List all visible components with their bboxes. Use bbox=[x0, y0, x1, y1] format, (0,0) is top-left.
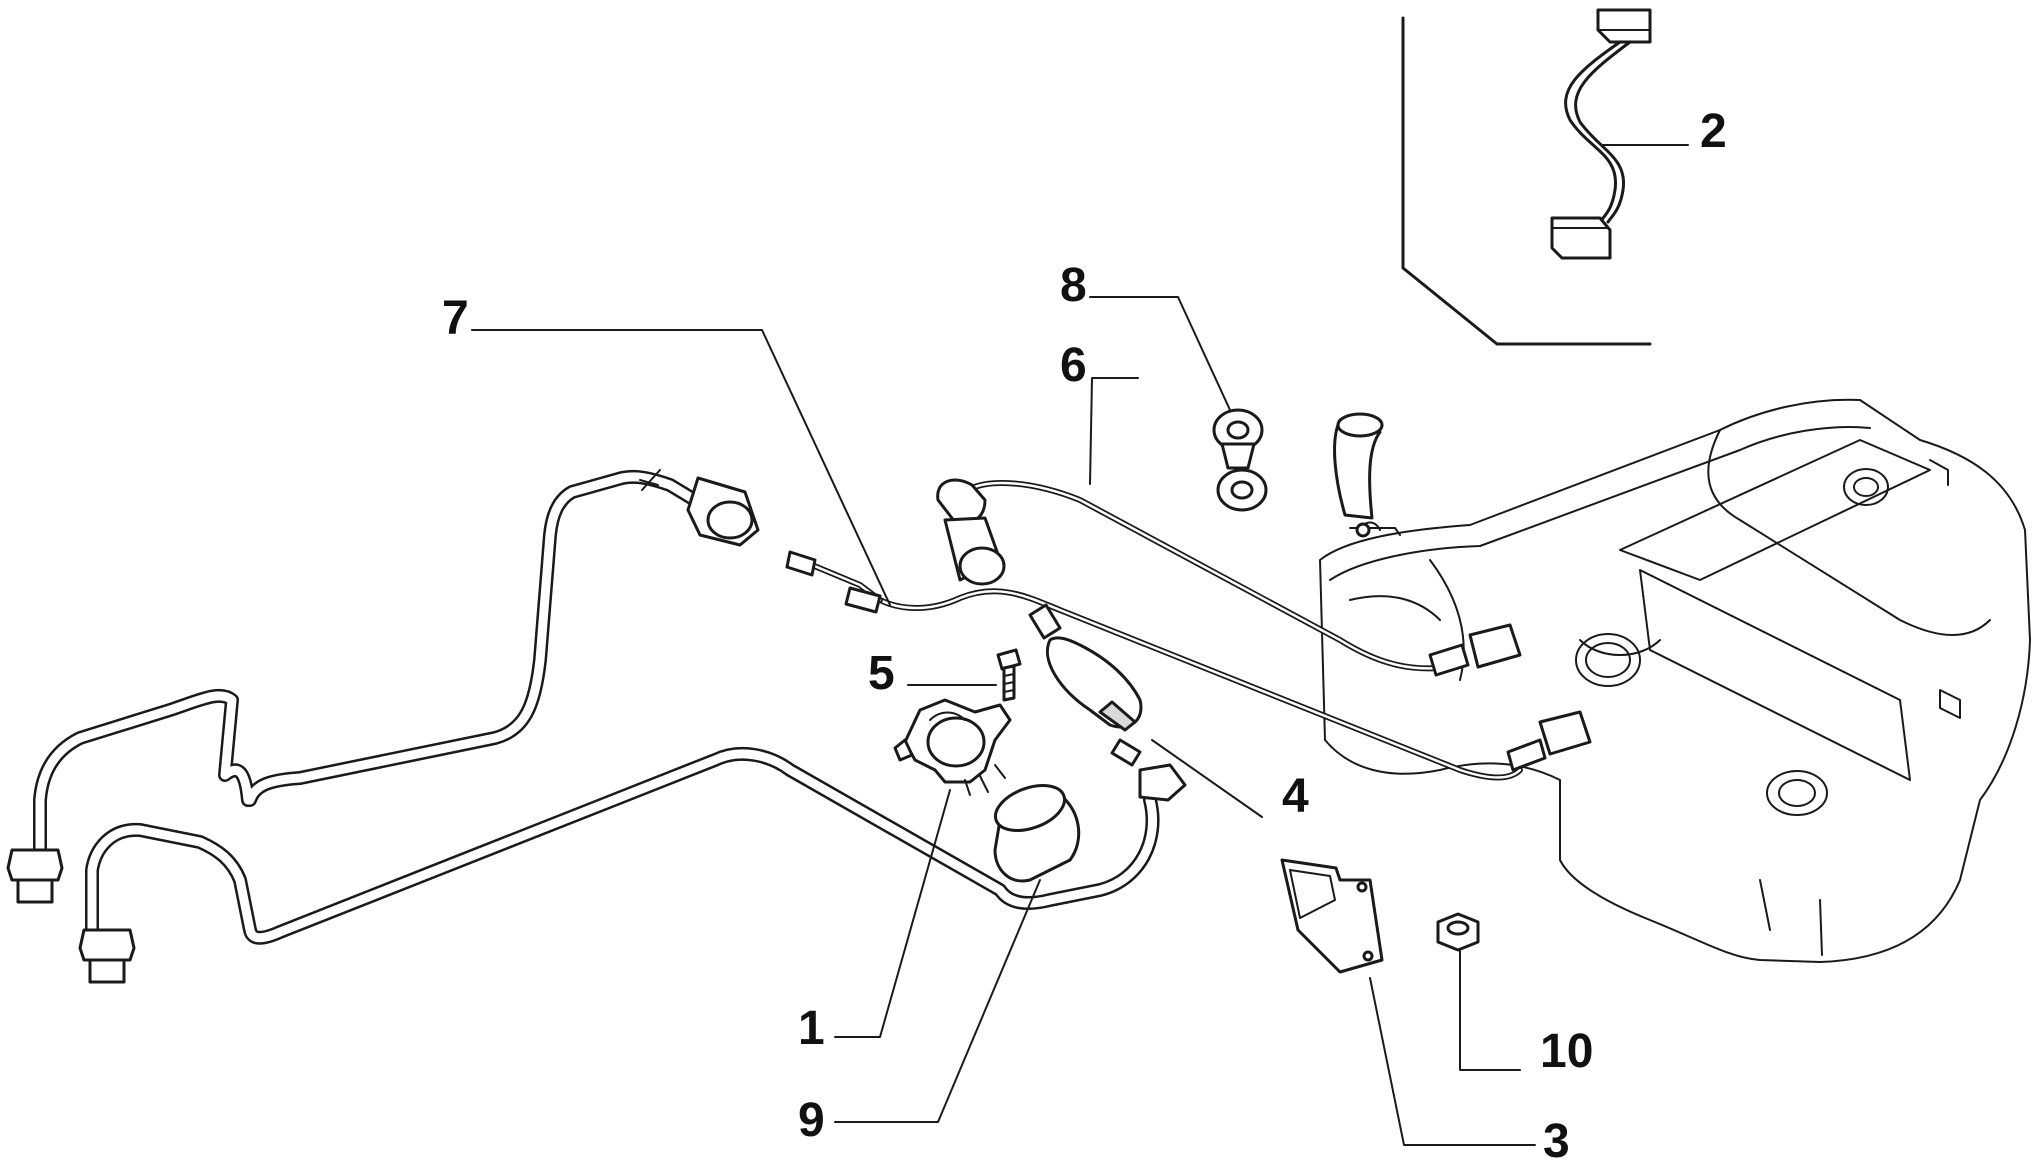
leader-3 bbox=[1369, 977, 1536, 1146]
leader-7 bbox=[471, 329, 891, 606]
part-3-bracket bbox=[1280, 858, 1384, 974]
callout-5: 5 bbox=[868, 647, 895, 700]
callout-2: 2 bbox=[1700, 105, 1727, 158]
callout-8: 8 bbox=[1060, 259, 1087, 312]
leader-8 bbox=[1089, 296, 1231, 411]
part-2-wiring-harness bbox=[1550, 8, 1652, 260]
part-1-pressure-regulator bbox=[893, 698, 1012, 796]
part-10-nut bbox=[1436, 912, 1480, 952]
callout-10: 10 bbox=[1540, 1025, 1594, 1078]
fuel-tank bbox=[1319, 398, 2031, 963]
callout-4: 4 bbox=[1282, 770, 1309, 823]
fuel-pipes-assembly bbox=[6, 469, 1160, 984]
callout-9: 9 bbox=[798, 1094, 825, 1147]
leader-6 bbox=[1089, 377, 1139, 485]
part-7-pipe bbox=[785, 550, 1592, 781]
inline-connector bbox=[1138, 763, 1187, 802]
callout-6: 6 bbox=[1060, 339, 1087, 392]
callout-7: 7 bbox=[442, 292, 469, 345]
part-8-grommet bbox=[1212, 408, 1268, 512]
part-4-fuel-filter bbox=[1028, 603, 1143, 767]
part-6-pipe bbox=[936, 478, 1522, 677]
leader-lines bbox=[471, 144, 1689, 1146]
part-9-cap bbox=[993, 784, 1081, 883]
leader-10 bbox=[1459, 949, 1521, 1071]
callout-3: 3 bbox=[1543, 1115, 1570, 1168]
leader-9 bbox=[834, 879, 1041, 1123]
part-5-bolt bbox=[996, 648, 1022, 702]
leader-4 bbox=[1151, 739, 1263, 818]
inset-frame bbox=[1401, 16, 1652, 346]
callout-1: 1 bbox=[798, 1002, 825, 1055]
leader-1 bbox=[834, 789, 951, 1038]
